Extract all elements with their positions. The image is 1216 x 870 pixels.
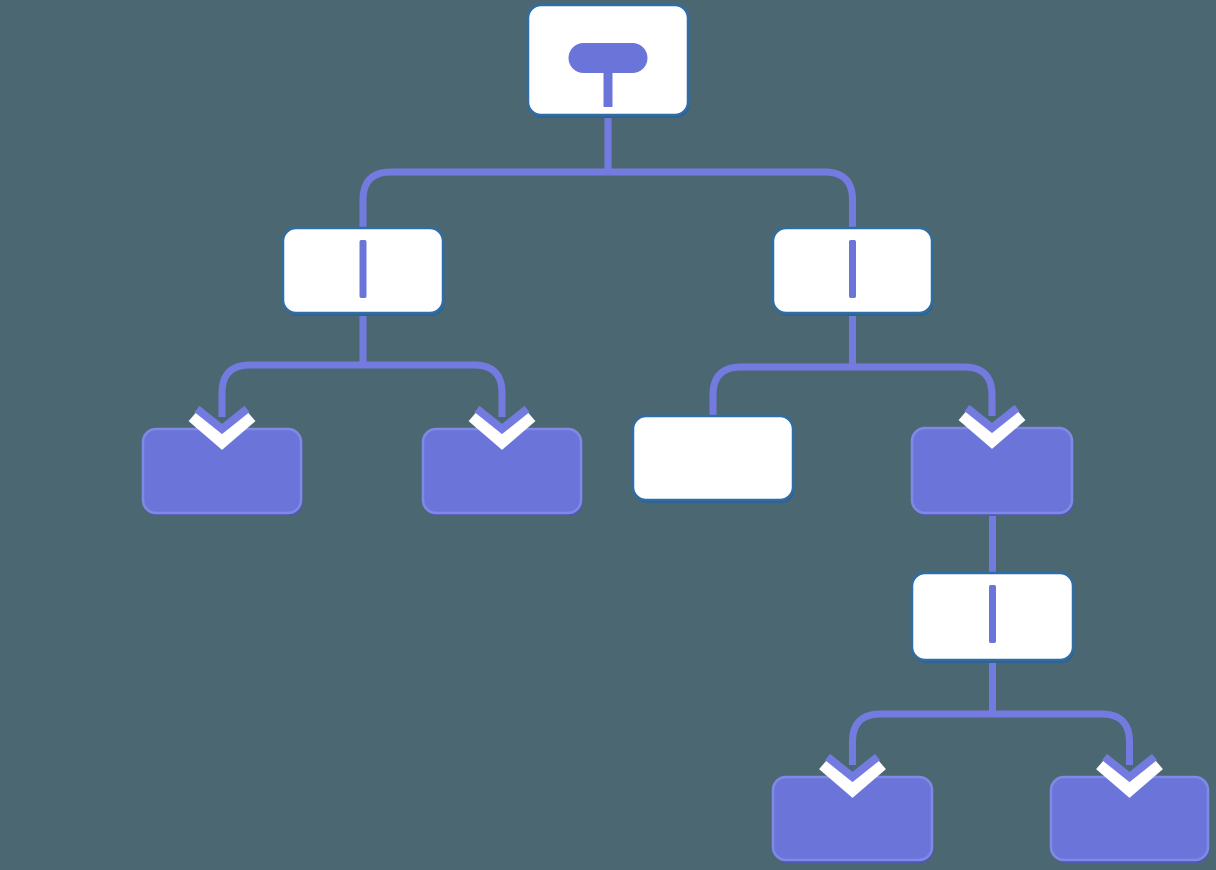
arrow-down-icon <box>819 753 886 798</box>
arrow-down-icon <box>188 405 256 450</box>
vertical-line-icon <box>989 585 996 643</box>
arrow-chevron <box>964 404 1020 434</box>
node-body <box>631 414 795 502</box>
arrow-down-icon <box>468 405 536 450</box>
node-branch-left[interactable] <box>281 226 445 316</box>
arrow-chevron <box>1102 753 1157 783</box>
arrow-down-icon <box>1096 753 1163 798</box>
arrow-chevron <box>474 405 530 435</box>
vertical-line-icon <box>359 240 367 298</box>
arrow-down-icon <box>958 404 1026 449</box>
node-branch-right[interactable] <box>771 226 934 316</box>
node-leaf-b[interactable] <box>421 427 583 516</box>
root-pill-stem-icon <box>603 71 613 107</box>
node-child-purple[interactable] <box>910 426 1074 516</box>
node-child-white[interactable] <box>631 414 795 503</box>
arrow-chevron-outline <box>468 410 536 450</box>
arrow-chevron-outline <box>1096 758 1163 798</box>
arrow-chevron-outline <box>819 758 886 798</box>
arrow-chevron-outline <box>188 410 256 450</box>
node-branch-mid[interactable] <box>910 571 1075 663</box>
node-leaf-a[interactable] <box>141 427 303 516</box>
arrow-chevron-outline <box>958 409 1026 449</box>
arrow-chevron <box>825 753 880 783</box>
root-pill-icon <box>568 43 648 73</box>
arrow-chevron <box>194 405 250 435</box>
node-root[interactable] <box>526 3 690 118</box>
node-leaf-d[interactable] <box>1049 775 1210 863</box>
vertical-line-icon <box>849 240 856 298</box>
